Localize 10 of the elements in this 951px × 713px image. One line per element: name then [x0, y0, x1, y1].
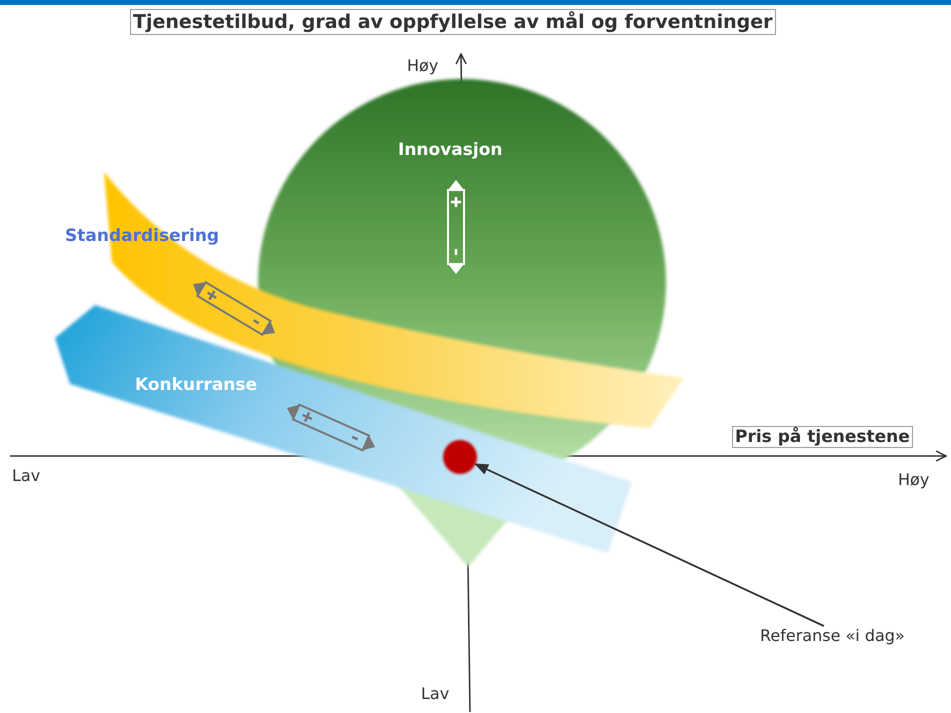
- axis-title: Tjenestetilbud, grad av oppfyllelse av mål og forventninger: [130, 9, 776, 35]
- callout-text: Referanse «i dag»: [760, 626, 905, 646]
- axis-end-label: Lav: [421, 684, 450, 704]
- axis-end-label: Lav: [12, 466, 40, 486]
- axis-title: Pris på tjenestene: [732, 426, 913, 448]
- circle-label: Innovasjon: [398, 140, 502, 160]
- leader-arrow: [474, 463, 824, 627]
- axis-end-label: Høy: [407, 56, 438, 76]
- band-label: Konkurranse: [135, 375, 258, 395]
- axis-end-label: Høy: [898, 470, 930, 490]
